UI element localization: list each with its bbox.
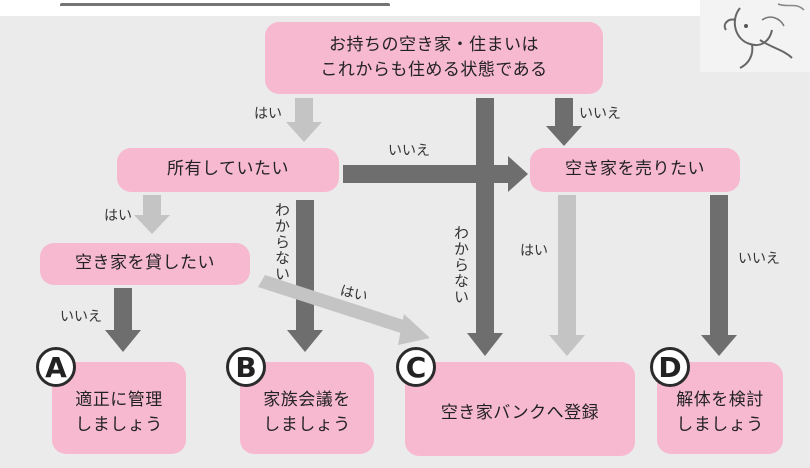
result-a-box: 適正に管理 しましょう [52, 362, 186, 454]
sell-question-box: 空き家を売りたい [530, 148, 740, 192]
badge-d: D [650, 347, 690, 387]
badge-c: C [396, 347, 436, 387]
result-a-line2: しましょう [75, 415, 163, 435]
arrow-start-unknown [467, 98, 503, 356]
rent-question-box: 空き家を貸したい [40, 243, 250, 285]
result-d-line2: しましょう [676, 415, 764, 435]
mouse-illustration [700, 0, 810, 72]
arrow-sell-no [701, 195, 737, 356]
rent-question-label: 空き家を貸したい [75, 253, 215, 274]
mouse-illustration-icon [723, 3, 805, 69]
label-keep-no: いいえ [388, 143, 430, 159]
start-question-line2: これからも住める状態である [320, 60, 548, 80]
keep-question-box: 所有していたい [117, 148, 339, 192]
start-question-line1: お持ちの空き家・住まいは [329, 34, 539, 55]
label-start-no: いいえ [579, 106, 621, 122]
arrow-start-yes [286, 98, 322, 142]
arrow-keep-no [343, 156, 528, 192]
arrow-start-no [546, 98, 582, 146]
label-keep-yes: はい [104, 208, 132, 224]
arrow-keep-yes [134, 195, 170, 234]
label-keep-unknown: わからない [273, 202, 291, 282]
start-question-box: お持ちの空き家・住まいは これからも住める状態である [265, 22, 603, 94]
keep-question-label: 所有していたい [167, 159, 289, 180]
result-c-line1: 空き家バンクへ登録 [440, 403, 600, 424]
result-b-line1: 家族会議を [263, 389, 351, 410]
sell-question-label: 空き家を売りたい [565, 159, 705, 180]
header-strip [0, 0, 810, 16]
header-underline [60, 3, 390, 12]
result-b-line2: しましょう [263, 415, 351, 435]
arrow-sell-yes [549, 195, 585, 356]
arrow-rent-yes [258, 275, 430, 345]
label-sell-yes: はい [520, 243, 548, 259]
result-c-box: 空き家バンクへ登録 [405, 362, 635, 456]
label-start-unknown: わからない [452, 225, 470, 305]
arrow-rent-no [105, 288, 141, 352]
result-d-line1: 解体を検討 [676, 389, 764, 410]
label-rent-no: いいえ [60, 309, 102, 325]
badge-b: B [226, 347, 266, 387]
label-start-yes: はい [254, 106, 282, 122]
label-sell-no: いいえ [738, 251, 780, 267]
badge-a: A [36, 347, 76, 387]
result-a-line1: 適正に管理 [75, 389, 163, 410]
